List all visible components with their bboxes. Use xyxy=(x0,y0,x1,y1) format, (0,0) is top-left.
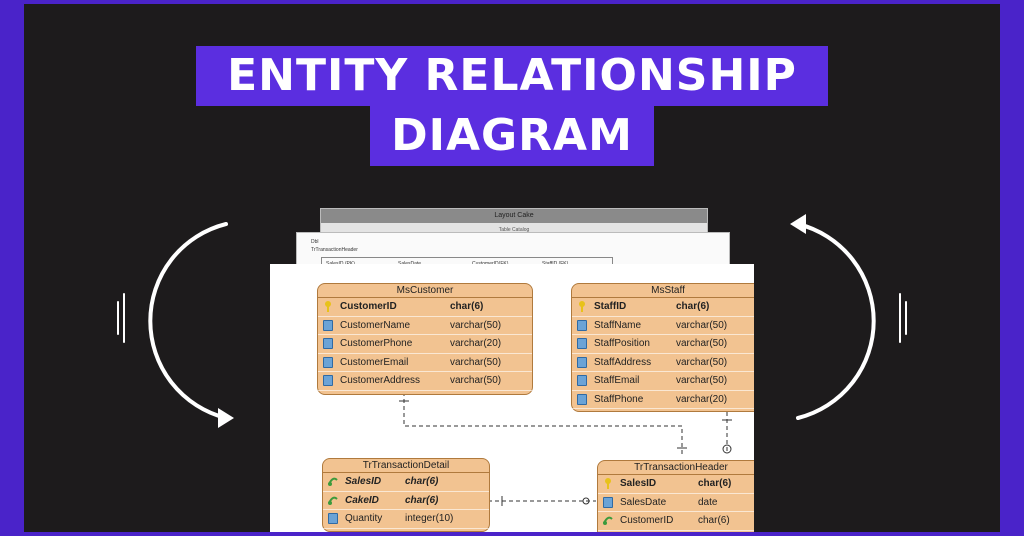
attribute-row: SalesDate date xyxy=(598,494,754,512)
attribute-type: varchar(20) xyxy=(450,338,502,349)
entity-trtransactiondetail[interactable]: TrTransactionDetail SalesID char(6) CakeI… xyxy=(322,458,490,532)
attribute-name: StaffName xyxy=(594,319,642,331)
back-sheet-sub: Table Catalog xyxy=(498,227,530,233)
attribute-row: CustomerAddress varchar(50) xyxy=(318,372,532,391)
attribute-row: Quantity integer(10) xyxy=(323,510,489,529)
attribute-name: SalesID xyxy=(620,478,657,489)
attribute-type: varchar(20) xyxy=(676,393,728,405)
column-icon xyxy=(577,393,587,405)
foreign-key-icon xyxy=(603,515,613,526)
entity-name: TrTransactionDetail xyxy=(323,459,489,473)
rotate-arrows xyxy=(117,214,907,428)
column-icon xyxy=(323,356,333,368)
attribute-row: StaffPhone varchar(20) xyxy=(572,391,754,409)
attribute-name: StaffPhone xyxy=(594,393,644,405)
entity-mscustomer[interactable]: MsCustomer CustomerID char(6) CustomerNam… xyxy=(317,283,533,395)
relationship-lines xyxy=(399,392,732,506)
attribute-name: CustomerName xyxy=(340,319,411,331)
column-icon xyxy=(577,375,587,386)
attribute-type: varchar(50) xyxy=(676,356,728,368)
foreign-key-icon xyxy=(328,495,338,506)
mid-label-1: Dbl xyxy=(311,239,319,245)
title-line-1: ENTITY RELATIONSHIP xyxy=(196,46,828,106)
column-icon xyxy=(323,375,333,386)
diagram-sheet: MsCustomer CustomerID char(6) CustomerNam… xyxy=(270,264,754,532)
entity-msstaff[interactable]: MsStaff StaffID char(6) StaffName varchar(… xyxy=(571,283,754,412)
attribute-row: CakeID char(6) xyxy=(323,492,489,510)
attribute-type: date xyxy=(698,496,718,508)
column-icon xyxy=(323,319,333,331)
entity-trtransactionheader[interactable]: TrTransactionHeader SalesID char(6) Sales… xyxy=(597,460,754,532)
entity-name: MsCustomer xyxy=(318,284,532,298)
attribute-type: char(6) xyxy=(405,476,439,487)
attribute-name: SalesDate xyxy=(620,496,667,508)
attribute-name: CustomerID xyxy=(340,301,397,312)
column-icon xyxy=(577,319,587,331)
attribute-row: CustomerEmail varchar(50) xyxy=(318,354,532,372)
attribute-type: char(6) xyxy=(405,494,439,506)
attribute-type: varchar(50) xyxy=(676,338,728,349)
attribute-name: Quantity xyxy=(345,513,383,524)
attribute-type: varchar(50) xyxy=(450,319,502,331)
attribute-name: StaffEmail xyxy=(594,375,640,386)
attribute-row: StaffEmail varchar(50) xyxy=(572,372,754,391)
attribute-row: SalesID char(6) xyxy=(598,475,754,494)
title-line-2: DIAGRAM xyxy=(370,106,654,166)
attribute-row: StaffPosition varchar(50) xyxy=(572,335,754,354)
attribute-row: StaffID char(6) xyxy=(572,298,754,317)
key-icon xyxy=(577,301,587,312)
attribute-row: StaffName varchar(50) xyxy=(572,317,754,335)
attribute-row: StaffAddress varchar(50) xyxy=(572,354,754,372)
attribute-type: char(6) xyxy=(698,515,730,526)
attribute-type: varchar(50) xyxy=(676,319,728,331)
foreign-key-icon xyxy=(328,476,338,487)
left-rotate-arrow-icon xyxy=(117,222,234,428)
attribute-name: CustomerID xyxy=(620,515,674,526)
entity-name: TrTransactionHeader xyxy=(598,461,754,475)
right-rotate-arrow-icon xyxy=(790,214,907,420)
column-icon xyxy=(603,496,613,508)
attribute-name: CustomerPhone xyxy=(340,338,413,349)
attribute-type: char(6) xyxy=(676,301,710,312)
attribute-row: CustomerName varchar(50) xyxy=(318,317,532,335)
attribute-name: StaffID xyxy=(594,301,627,312)
attribute-row: CustomerPhone varchar(20) xyxy=(318,335,532,354)
column-icon xyxy=(577,338,587,349)
mid-label-2: TrTransactionHeader xyxy=(311,247,358,253)
entity-name: MsStaff xyxy=(572,284,754,298)
key-icon xyxy=(603,478,613,489)
key-icon xyxy=(323,301,333,312)
column-icon xyxy=(328,513,338,524)
attribute-name: CakeID xyxy=(345,494,379,506)
attribute-name: CustomerEmail xyxy=(340,356,409,368)
back-sheet-header: Layout Cake xyxy=(321,209,707,223)
attribute-row: CustomerID char(6) xyxy=(598,512,754,531)
attribute-type: varchar(50) xyxy=(450,375,502,386)
dark-panel: ENTITY RELATIONSHIP DIAGRAM Layout Cake … xyxy=(24,4,1000,532)
attribute-row: SalesID char(6) xyxy=(323,473,489,492)
attribute-type: char(6) xyxy=(450,301,484,312)
attribute-name: StaffPosition xyxy=(594,338,650,349)
attribute-name: StaffAddress xyxy=(594,356,652,368)
attribute-name: CustomerAddress xyxy=(340,375,421,386)
attribute-row: CustomerID char(6) xyxy=(318,298,532,317)
attribute-type: varchar(50) xyxy=(450,356,502,368)
column-icon xyxy=(323,338,333,349)
column-icon xyxy=(577,356,587,368)
attribute-type: integer(10) xyxy=(405,513,454,524)
attribute-type: char(6) xyxy=(698,478,732,489)
attribute-type: varchar(50) xyxy=(676,375,728,386)
attribute-name: SalesID xyxy=(345,476,382,487)
